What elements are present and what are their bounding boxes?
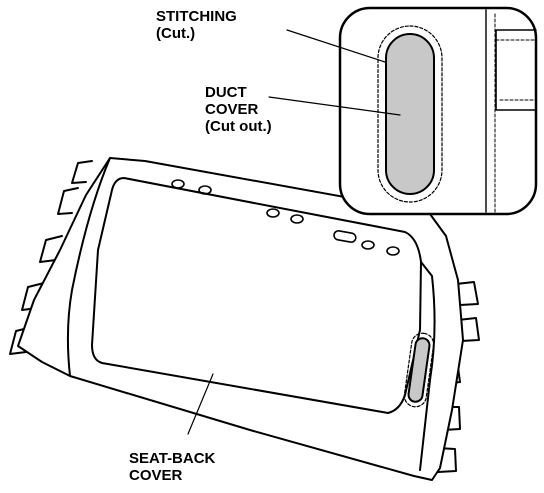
duct-cover-label-line2: COVER [205, 101, 259, 118]
inner-panel [91, 177, 422, 414]
stitching-label-line2: (Cut.) [156, 25, 196, 42]
left-flap [66, 157, 111, 377]
detail-duct-cutout [385, 33, 435, 195]
detail-stitching [377, 25, 443, 203]
duct-cover-label: DUCT COVER (Cut out.) [205, 84, 272, 135]
stitching-leader [286, 29, 386, 63]
seat-back-cover-leader [187, 373, 214, 435]
detail-flap [495, 29, 537, 111]
duct-cover-label-line1: DUCT [205, 84, 247, 101]
duct-cover-label-line3: (Cut out.) [205, 118, 272, 135]
right-edge [419, 261, 436, 471]
stitching-label-line1: STITCHING [156, 8, 237, 25]
seat-back-cover-label-line2: COVER [129, 467, 183, 484]
stitching-label: STITCHING (Cut.) [156, 8, 237, 42]
top-holes [171, 179, 400, 256]
duct-cutout-stitch [403, 332, 435, 408]
duct-cover-leader [268, 96, 401, 116]
seat-back-cover-label: SEAT-BACK COVER [129, 450, 215, 484]
duct-cutout [407, 337, 431, 403]
seat-back-cover-label-line1: SEAT-BACK [129, 450, 216, 467]
